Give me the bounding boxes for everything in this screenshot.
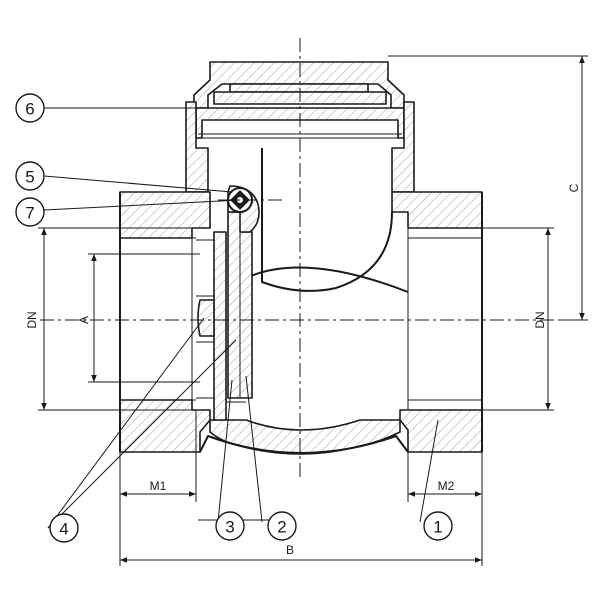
dn-left-label: DN	[25, 311, 39, 328]
callout-4-label: 4	[59, 520, 68, 539]
b-label: B	[286, 543, 294, 557]
center-lines	[40, 38, 560, 480]
dim-m1	[119, 410, 197, 502]
callout-4: 4	[49, 513, 79, 543]
dim-dn-left	[38, 227, 120, 411]
body-bottom	[199, 419, 409, 455]
callout-5: 5	[15, 161, 45, 191]
m2-label: M2	[438, 479, 455, 493]
dim-a	[88, 253, 200, 383]
callout-1: 1	[423, 511, 453, 541]
callout-6-label: 6	[25, 100, 34, 119]
bonnet-cap	[193, 61, 405, 109]
callout-2: 2	[267, 511, 297, 541]
callout-7: 7	[15, 197, 45, 227]
seat-wall	[196, 231, 227, 421]
c-label: C	[567, 183, 581, 192]
valve-disc	[227, 211, 253, 399]
m1-label: M1	[150, 479, 167, 493]
dim-b	[119, 502, 483, 566]
callout-1-label: 1	[433, 518, 442, 537]
leader-lines	[43, 107, 439, 529]
callout-3: 3	[215, 511, 245, 541]
callout-5-label: 5	[25, 168, 34, 187]
dim-dn-right	[482, 227, 554, 411]
body-right-end	[391, 191, 483, 453]
callout-7-label: 7	[25, 204, 34, 223]
a-label: A	[77, 316, 91, 324]
dn-right-label: DN	[533, 311, 547, 328]
callout-3-label: 3	[225, 518, 234, 537]
dim-c	[388, 55, 588, 321]
callout-2-label: 2	[277, 518, 286, 537]
cavity-outline	[226, 148, 409, 403]
dim-m2	[407, 452, 483, 502]
callout-6: 6	[15, 93, 45, 123]
